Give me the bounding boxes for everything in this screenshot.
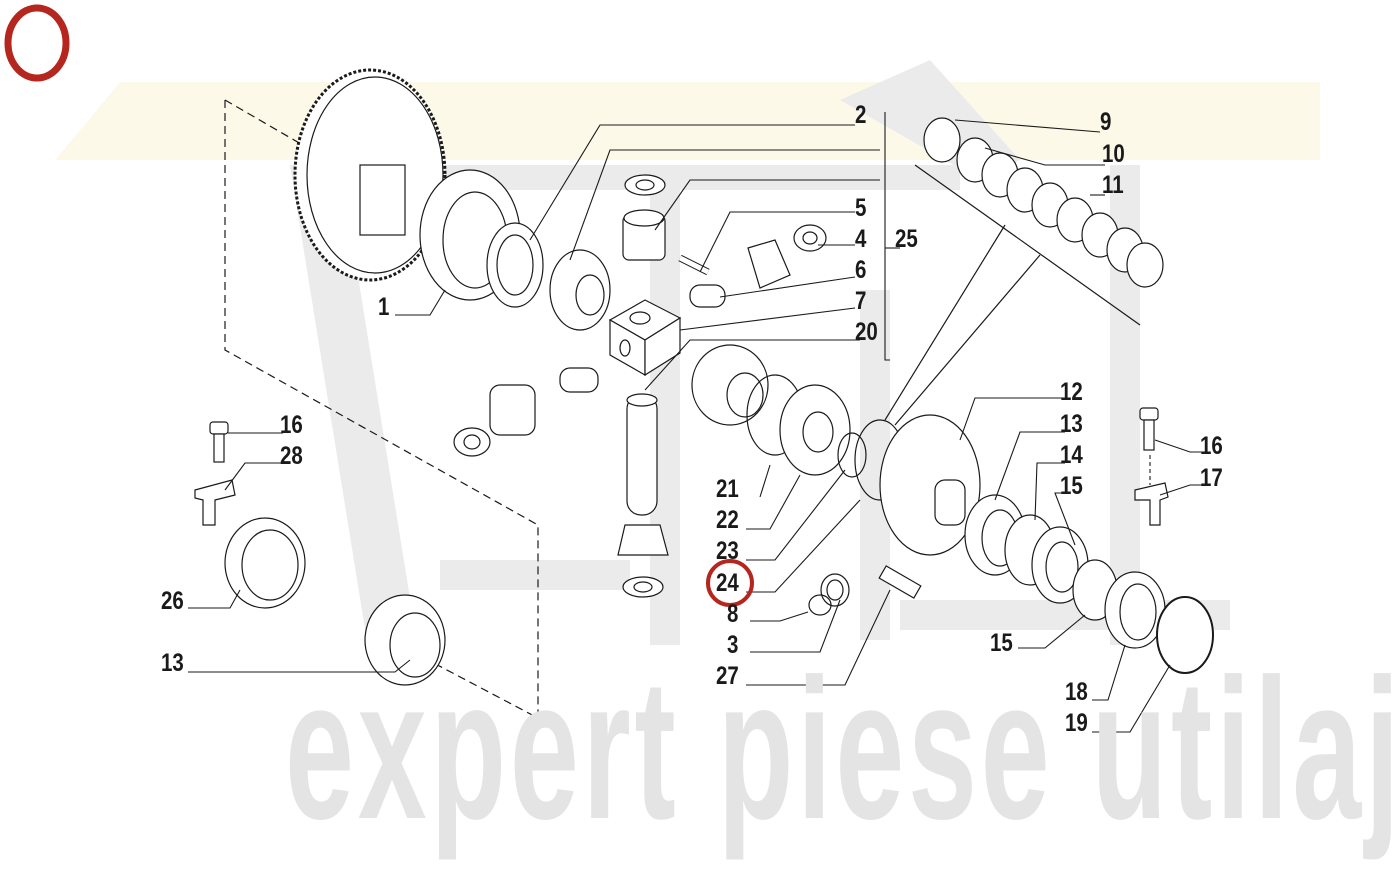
bracket (1134, 482, 1169, 526)
callout-label-25: 25 (895, 225, 918, 253)
callout-label-23: 23 (716, 537, 739, 565)
bolt (878, 565, 922, 599)
clutch-pack (923, 117, 1164, 288)
callout-label-22: 22 (716, 506, 739, 534)
callout-label-11: 11 (1102, 171, 1124, 199)
callout-label-7: 7 (855, 287, 867, 315)
callout-label-28: 28 (280, 442, 303, 470)
callout-label-4: 4 (855, 225, 867, 253)
callout-label-12: 12 (1060, 378, 1083, 406)
marker-ring-icon (4, 4, 70, 82)
callout-label-10: 10 (1102, 140, 1125, 168)
bracket (194, 479, 236, 526)
callout-label-19: 19 (1065, 709, 1088, 737)
callout-label-17: 17 (1200, 464, 1223, 492)
callout-label-16: 16 (280, 411, 303, 439)
cross-block (608, 299, 682, 377)
pin (559, 367, 599, 393)
callout-label-13: 13 (1060, 410, 1083, 438)
callout-label-13: 13 (161, 649, 184, 677)
o-ring (808, 594, 832, 616)
callout-label-27: 27 (716, 662, 739, 690)
callout-label-26: 26 (161, 587, 184, 615)
bolt (209, 421, 229, 435)
callout-label-16: 16 (1200, 432, 1223, 460)
callout-label-2: 2 (855, 101, 867, 129)
parts-drawing (194, 68, 1214, 719)
callout-label-24: 24 (716, 569, 739, 597)
pinion-gear (747, 239, 791, 289)
adjuster-nut (1156, 596, 1214, 674)
callout-label-3: 3 (727, 631, 739, 659)
callout-label-20: 20 (855, 318, 878, 346)
callout-label-1: 1 (378, 293, 390, 321)
callout-label-15: 15 (990, 629, 1013, 657)
flange-hub (879, 414, 981, 556)
bolt (1139, 407, 1159, 421)
cross-shaft (626, 394, 658, 516)
callout-label-6: 6 (855, 256, 867, 284)
callout-label-18: 18 (1065, 678, 1088, 706)
callout-label-14: 14 (1060, 441, 1083, 469)
callout-label-5: 5 (855, 194, 867, 222)
callout-label-9: 9 (1100, 108, 1112, 136)
watermark-text: expert piese utilaje (285, 638, 1400, 861)
leader-lines (188, 112, 1207, 733)
o-ring (837, 432, 867, 478)
pinion-gear (489, 384, 536, 436)
pin (689, 284, 726, 308)
callout-label-15: 15 (1060, 472, 1083, 500)
pinion-gear (617, 524, 669, 556)
callout-label-21: 21 (716, 475, 739, 503)
highlight-circle (706, 559, 754, 607)
callout-label-8: 8 (727, 600, 739, 628)
